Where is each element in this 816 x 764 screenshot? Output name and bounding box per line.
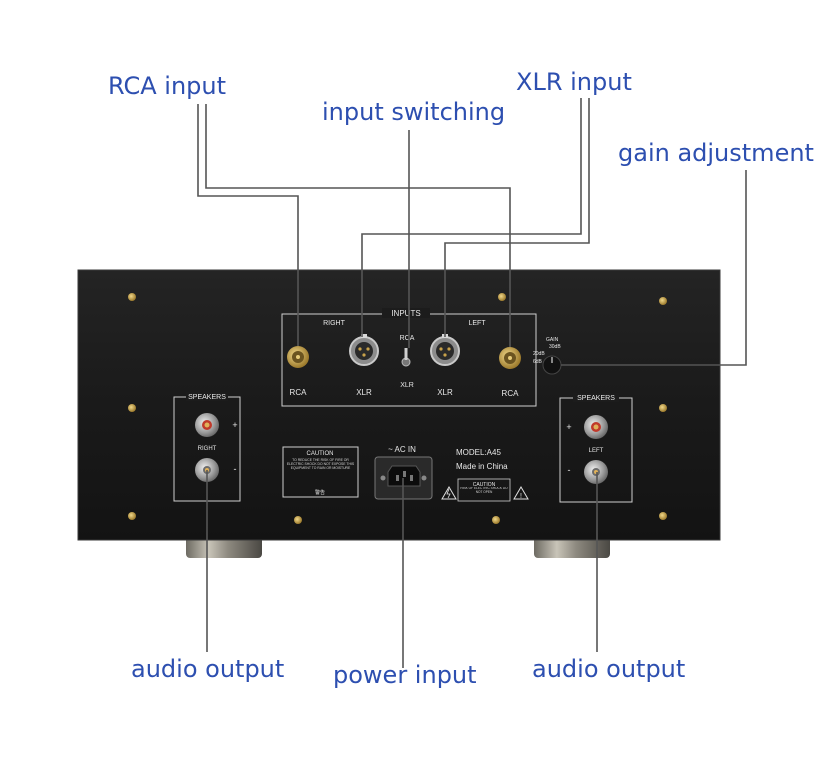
speaker-channel-right: LEFT <box>589 448 604 454</box>
panel-screws <box>128 293 667 524</box>
rca-jack-left <box>499 347 521 369</box>
left-foot <box>186 536 262 558</box>
input-switching-callout: input switching <box>322 98 506 126</box>
gain-knob <box>542 355 562 375</box>
gain-title: GAIN <box>546 337 559 343</box>
svg-text:警告: 警告 <box>315 489 325 496</box>
right-foot <box>534 536 610 558</box>
speaker-terminal-right-positive <box>584 415 608 439</box>
svg-text:!: ! <box>520 493 522 500</box>
xlr-jack-left <box>430 334 460 366</box>
ac-in-label: ~ AC IN <box>388 445 416 454</box>
speakers-title-right: SPEAKERS <box>577 395 615 402</box>
rca-jack-right <box>287 346 309 368</box>
xlr-jack-right <box>349 334 379 366</box>
speaker-terminal-right-negative <box>584 460 608 484</box>
model-label: MODEL:A45 <box>456 448 501 457</box>
speaker-channel-left: RIGHT <box>198 446 217 452</box>
switch-rca-label: RCA <box>400 335 415 342</box>
xlr-input-callout: XLR input <box>516 68 632 96</box>
switch-xlr-label: XLR <box>400 382 414 389</box>
speakers-title-left: SPEAKERS <box>188 394 226 401</box>
speaker-terminal-left-positive <box>195 413 219 437</box>
inputs-title: INPUTS <box>391 309 420 318</box>
speaker-plus-left: + <box>232 420 237 430</box>
gain-option-30db: 30dB <box>549 344 561 350</box>
caution2-label: CAUTION RISK OF ELECTRIC SHOCK DO NOT OP… <box>457 478 511 502</box>
power-input-callout: power input <box>333 661 477 689</box>
xlr-label-left: XLR <box>437 388 453 397</box>
speaker-plus-right: + <box>566 422 571 432</box>
exclamation-warning-icon: ! <box>513 486 529 500</box>
speaker-minus-left: - <box>234 464 237 474</box>
rca-label-right: RCA <box>290 388 308 397</box>
input-selector-switch <box>401 348 411 367</box>
right-channel-label: RIGHT <box>323 320 346 327</box>
shock-warning-icon <box>441 486 457 500</box>
svg-text:CAUTION: CAUTION <box>473 482 496 488</box>
left-channel-label: LEFT <box>468 320 486 327</box>
rca-label-left: RCA <box>502 389 520 398</box>
callout-leader-lines <box>197 98 747 668</box>
svg-text:CAUTION: CAUTION <box>307 451 334 457</box>
gain-option-6db: 6dB <box>533 359 543 365</box>
gain-option-20db: 20dB <box>533 351 545 357</box>
speaker-minus-right: - <box>568 465 571 475</box>
audio-output-left-callout: audio output <box>131 655 285 683</box>
gain-adjustment-callout: gain adjustment <box>618 139 814 167</box>
made-in-label: Made in China <box>456 462 508 471</box>
audio-output-right-callout: audio output <box>532 655 686 683</box>
rca-input-callout: RCA input <box>108 72 227 100</box>
caution-label: CAUTION TO REDUCE THE RISK OF FIRE OR EL… <box>282 446 359 498</box>
xlr-label-right: XLR <box>356 388 372 397</box>
